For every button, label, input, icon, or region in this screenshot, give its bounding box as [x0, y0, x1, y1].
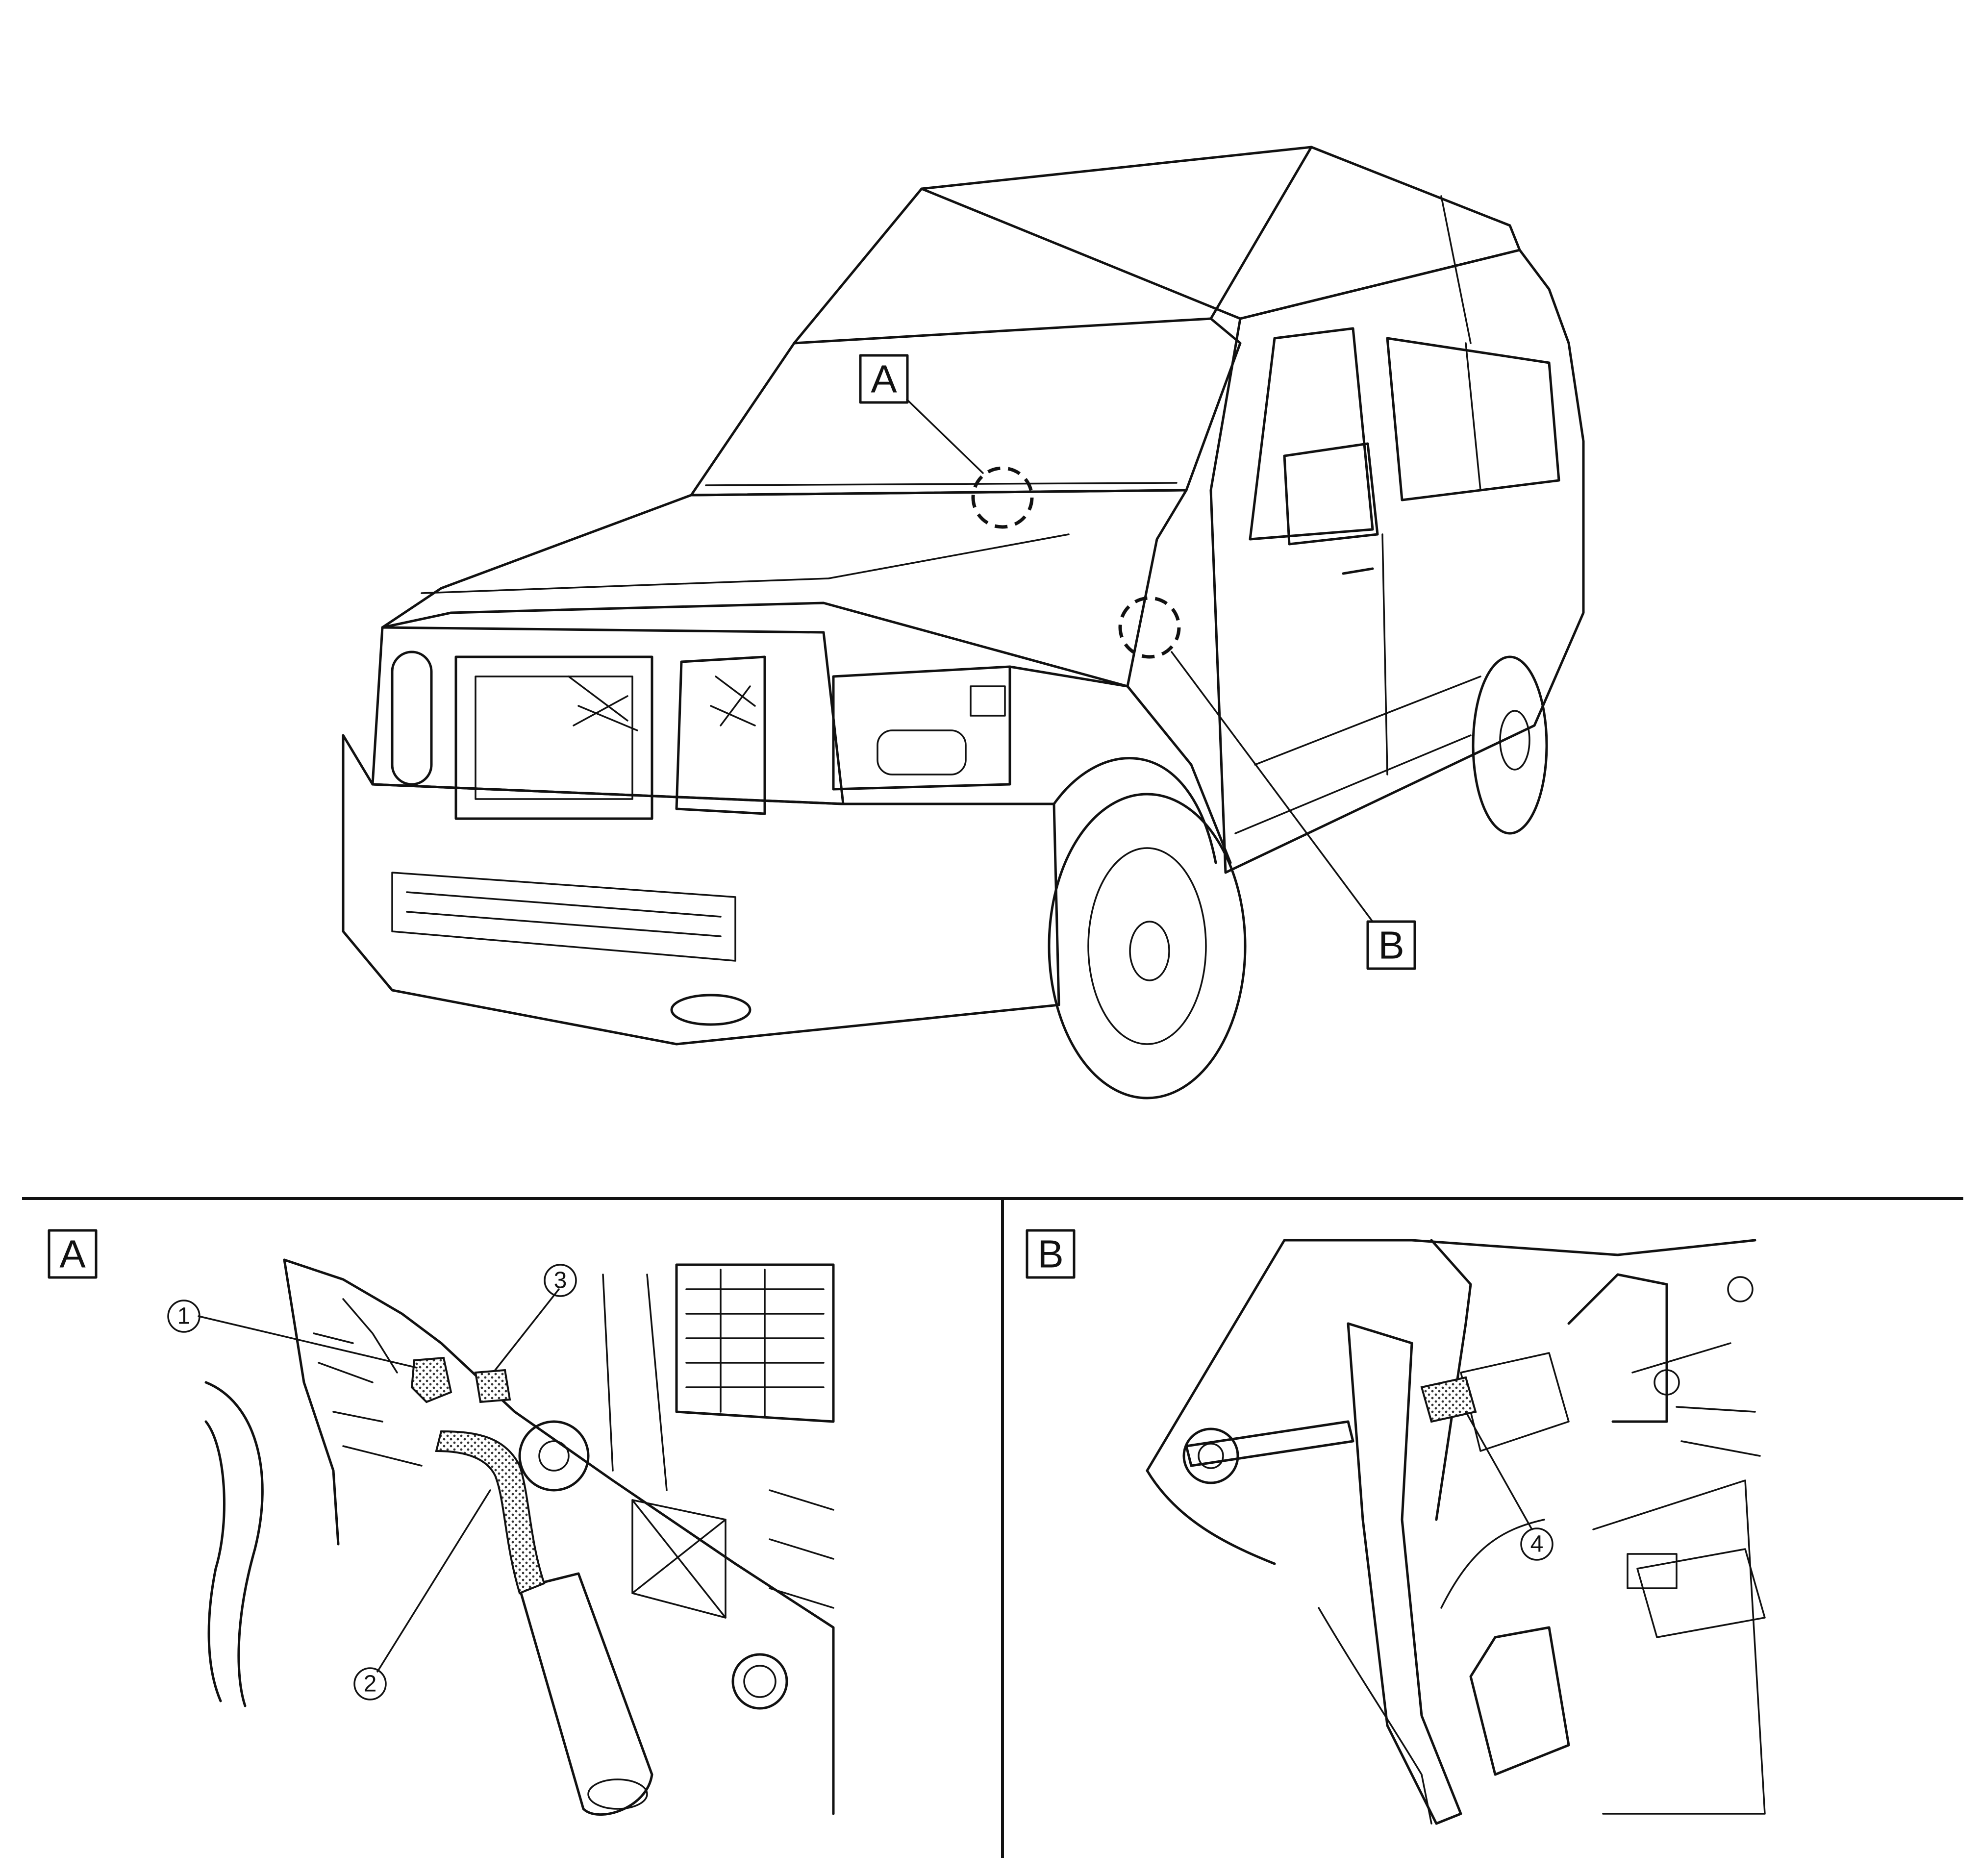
- van-illustration: [342, 146, 1585, 1100]
- callout-a: A: [859, 354, 1034, 529]
- detail-a-panel: A 1: [48, 1229, 835, 1816]
- callout-b-circle: [1118, 596, 1181, 659]
- detail-b-panel: B 4: [1026, 1229, 1766, 1825]
- part-number-2: 2: [364, 1671, 377, 1697]
- sensor-4: [1420, 1376, 1477, 1423]
- callout-a-label: A: [871, 357, 897, 401]
- connector-3: [474, 1369, 511, 1403]
- callout-b: B: [1118, 596, 1416, 970]
- detail-a-label: A: [59, 1232, 86, 1276]
- callout-b-label: B: [1378, 924, 1404, 967]
- connector-1: [410, 1356, 452, 1403]
- part-number-1: 1: [177, 1303, 191, 1329]
- part-number-3: 3: [554, 1268, 567, 1294]
- callout-a-circle: [971, 466, 1034, 529]
- detail-b-label: B: [1037, 1232, 1063, 1276]
- part-number-4: 4: [1530, 1531, 1544, 1557]
- harness-a: [435, 1430, 546, 1595]
